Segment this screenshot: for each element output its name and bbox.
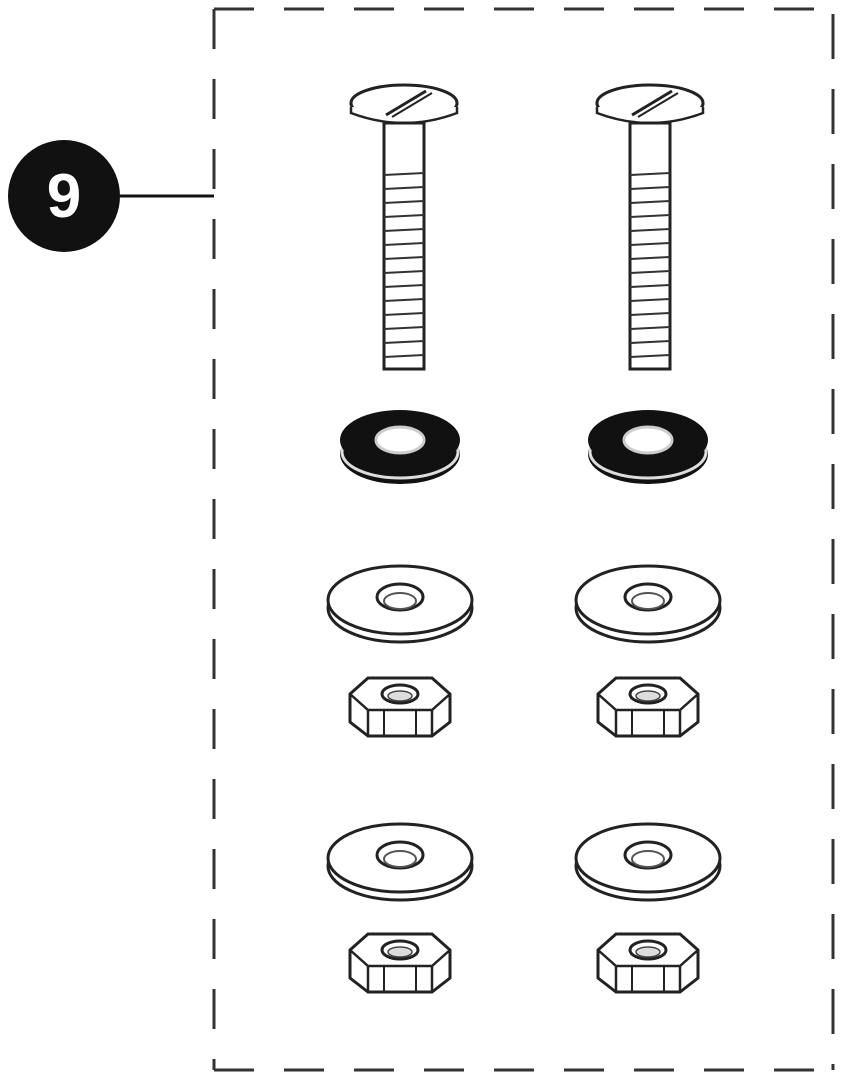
hex-nut-left-upper (348, 676, 452, 738)
callout-badge: 9 (8, 140, 120, 252)
callout-number: 9 (46, 161, 82, 231)
hex-nut-right-upper (596, 676, 700, 738)
flat-washer-left-lower (326, 822, 474, 902)
bolt-left (349, 83, 459, 371)
kit-dashed-border (212, 7, 835, 1072)
hex-nut-right-lower (596, 932, 700, 994)
rubber-washer-right (586, 408, 710, 486)
rubber-washer-left (338, 408, 462, 486)
flat-washer-right-lower (574, 822, 722, 902)
bolt-right (595, 83, 705, 371)
flat-washer-left-upper (326, 564, 474, 644)
flat-washer-right-upper (574, 564, 722, 644)
hex-nut-left-lower (348, 932, 452, 994)
